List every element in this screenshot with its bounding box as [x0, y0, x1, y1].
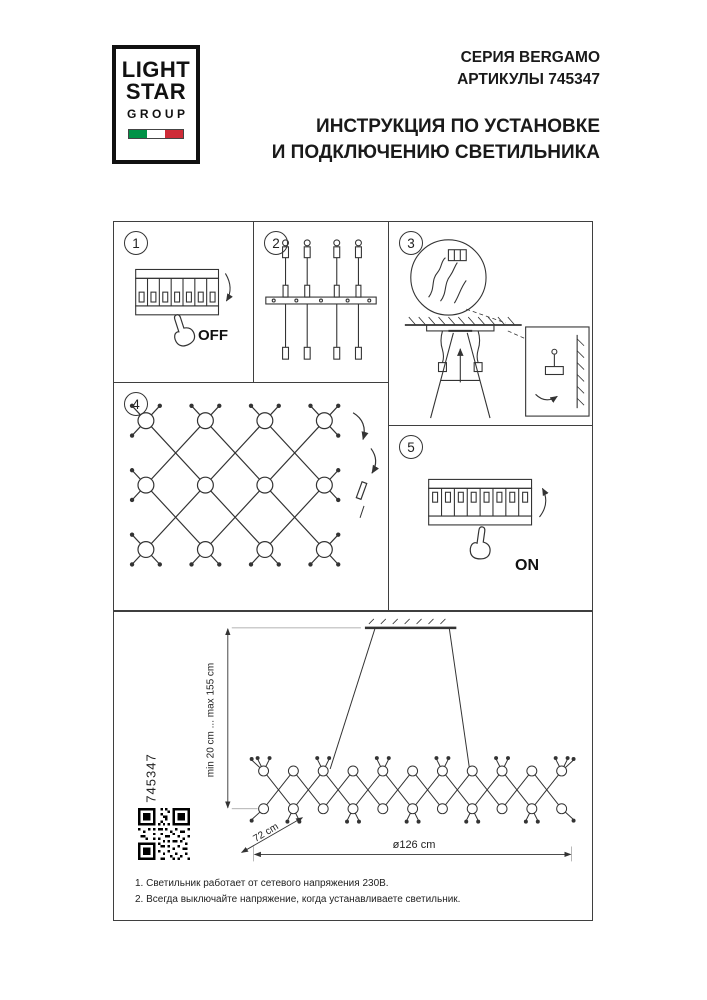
flag-green-stripe — [129, 129, 147, 138]
logo-word-star: STAR — [125, 79, 187, 105]
suspension-rods-illustration — [265, 239, 377, 360]
dimensions-panel: 745347 min 20 cm ... max 155 cm 72 cm ø1… — [113, 611, 593, 921]
safety-notes: 1. Светильник работает от сетевого напря… — [135, 876, 460, 907]
ceiling-mount-illustration — [404, 239, 590, 419]
series-title: СЕРИЯ BERGAMO — [460, 49, 600, 66]
step-5-panel: 5 ON — [388, 425, 593, 611]
step-3-number: 3 — [399, 231, 423, 255]
diameter-dimension-label: ø126 cm — [392, 839, 436, 851]
step-4-number: 4 — [124, 392, 148, 416]
flag-white-stripe — [147, 129, 165, 138]
article-code-label: 745347 — [143, 753, 159, 803]
note-2: 2. Всегда выключайте напряжение, когда у… — [135, 893, 461, 905]
on-label: ON — [515, 557, 539, 574]
articles-line: АРТИКУЛЫ 745347 — [457, 71, 600, 89]
breaker-off-illustration — [135, 268, 233, 347]
off-label: OFF — [198, 327, 228, 344]
italy-flag-icon — [128, 128, 184, 139]
pointing-hand-icon — [469, 526, 491, 560]
height-dimension-label: min 20 cm ... max 155 cm — [205, 662, 217, 778]
step-1-panel: 1 OFF — [113, 221, 254, 383]
expand-arrows — [352, 412, 380, 518]
logo-word-group: GROUP — [126, 106, 189, 121]
logo-word-light: LIGHT — [121, 57, 191, 82]
step-5-number: 5 — [399, 435, 423, 459]
step-3-panel: 3 — [388, 221, 593, 426]
header: СЕРИЯ BERGAMO АРТИКУЛЫ 745347 ИНСТРУКЦИЯ… — [220, 47, 600, 165]
instruction-title-line2: И ПОДКЛЮЧЕНИЮ СВЕТИЛЬНИКА — [271, 141, 600, 163]
pointing-hand-icon — [173, 314, 196, 347]
breaker-on-illustration — [428, 478, 549, 560]
step-2-number: 2 — [264, 231, 288, 255]
instruction-title: ИНСТРУКЦИЯ ПО УСТАНОВКЕ И ПОДКЛЮЧЕНИЮ СВ… — [220, 114, 600, 165]
lightstar-logo: LIGHT STAR GROUP — [112, 45, 200, 164]
flag-red-stripe — [165, 129, 183, 138]
scissor-lattice-illustration — [129, 403, 380, 567]
step-4-panel: 4 — [113, 382, 389, 611]
chandelier-dimensions-illustration — [225, 618, 576, 862]
dimension-lines — [225, 627, 572, 858]
step-1-number: 1 — [124, 231, 148, 255]
note-1: 1. Светильник работает от сетевого напря… — [135, 878, 389, 889]
step-2-panel: 2 — [253, 221, 389, 383]
qr-code — [138, 808, 190, 860]
instruction-title-line1: ИНСТРУКЦИЯ ПО УСТАНОВКЕ — [316, 115, 600, 137]
